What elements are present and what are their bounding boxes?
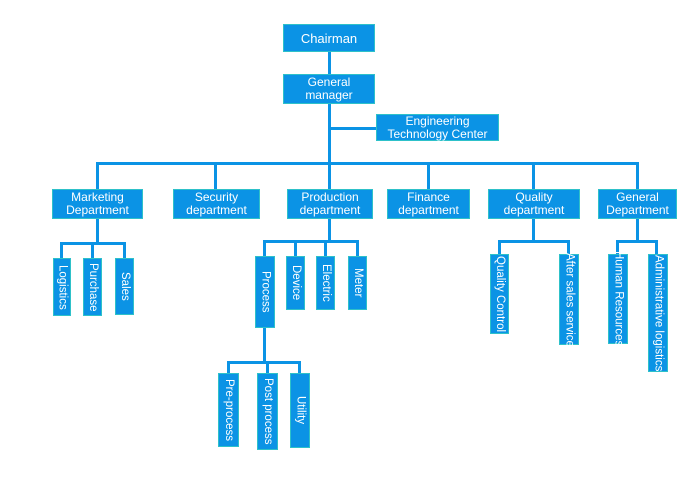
connector [328,52,331,74]
connector [532,162,535,190]
node-chairman[interactable]: Chairman [283,24,375,52]
connector [616,240,658,243]
connector [328,162,331,190]
connector [636,162,639,190]
connector [532,219,535,242]
node-administrative-logistics[interactable]: Administrative logistics [648,254,668,372]
connector [263,240,357,243]
connector [214,162,217,190]
node-quality-department[interactable]: Quality department [488,189,580,219]
connector [328,103,331,165]
node-general-manager[interactable]: General manager [283,74,375,104]
connector [356,240,359,256]
connector [498,240,501,254]
node-marketing-department[interactable]: Marketing Department [52,189,143,219]
node-engineering-technology-center[interactable]: Engineering Technology Center [376,114,499,141]
connector [266,361,269,373]
connector [123,242,126,258]
connector [294,240,297,256]
node-production-department[interactable]: Production department [287,189,373,219]
node-utility[interactable]: Utility [290,373,310,448]
connector [227,361,230,373]
connector [328,127,377,130]
connector [96,162,639,165]
node-post-process[interactable]: Post process [257,373,278,450]
node-process[interactable]: Process [255,256,275,328]
connector [263,240,266,256]
connector [91,242,94,258]
node-general-department[interactable]: General Department [598,189,677,219]
node-purchase[interactable]: Purchase [83,258,102,316]
node-device[interactable]: Device [286,256,305,310]
node-after-sales-service[interactable]: After sales service [559,253,579,346]
connector [96,162,99,190]
node-security-department[interactable]: Security department [173,189,260,219]
node-pre-process[interactable]: Pre-process [218,373,239,447]
connector [567,240,570,254]
connector [655,240,658,254]
node-human-resources[interactable]: Human Resources [608,251,628,347]
connector [263,328,266,363]
node-finance-department[interactable]: Finance department [387,189,470,219]
connector [427,162,430,190]
connector [498,240,570,243]
connector [60,242,63,258]
connector [328,219,331,242]
connector [96,219,99,245]
connector [298,361,301,373]
node-meter[interactable]: Meter [348,256,367,310]
node-logistics[interactable]: Logistics [53,258,71,316]
connector [324,240,327,256]
node-sales[interactable]: Sales [115,258,134,315]
node-electric[interactable]: Electric [316,256,335,310]
connector [616,240,619,254]
connector [636,219,639,242]
connector [227,361,301,364]
node-quality-control[interactable]: Quality Control [490,254,509,334]
